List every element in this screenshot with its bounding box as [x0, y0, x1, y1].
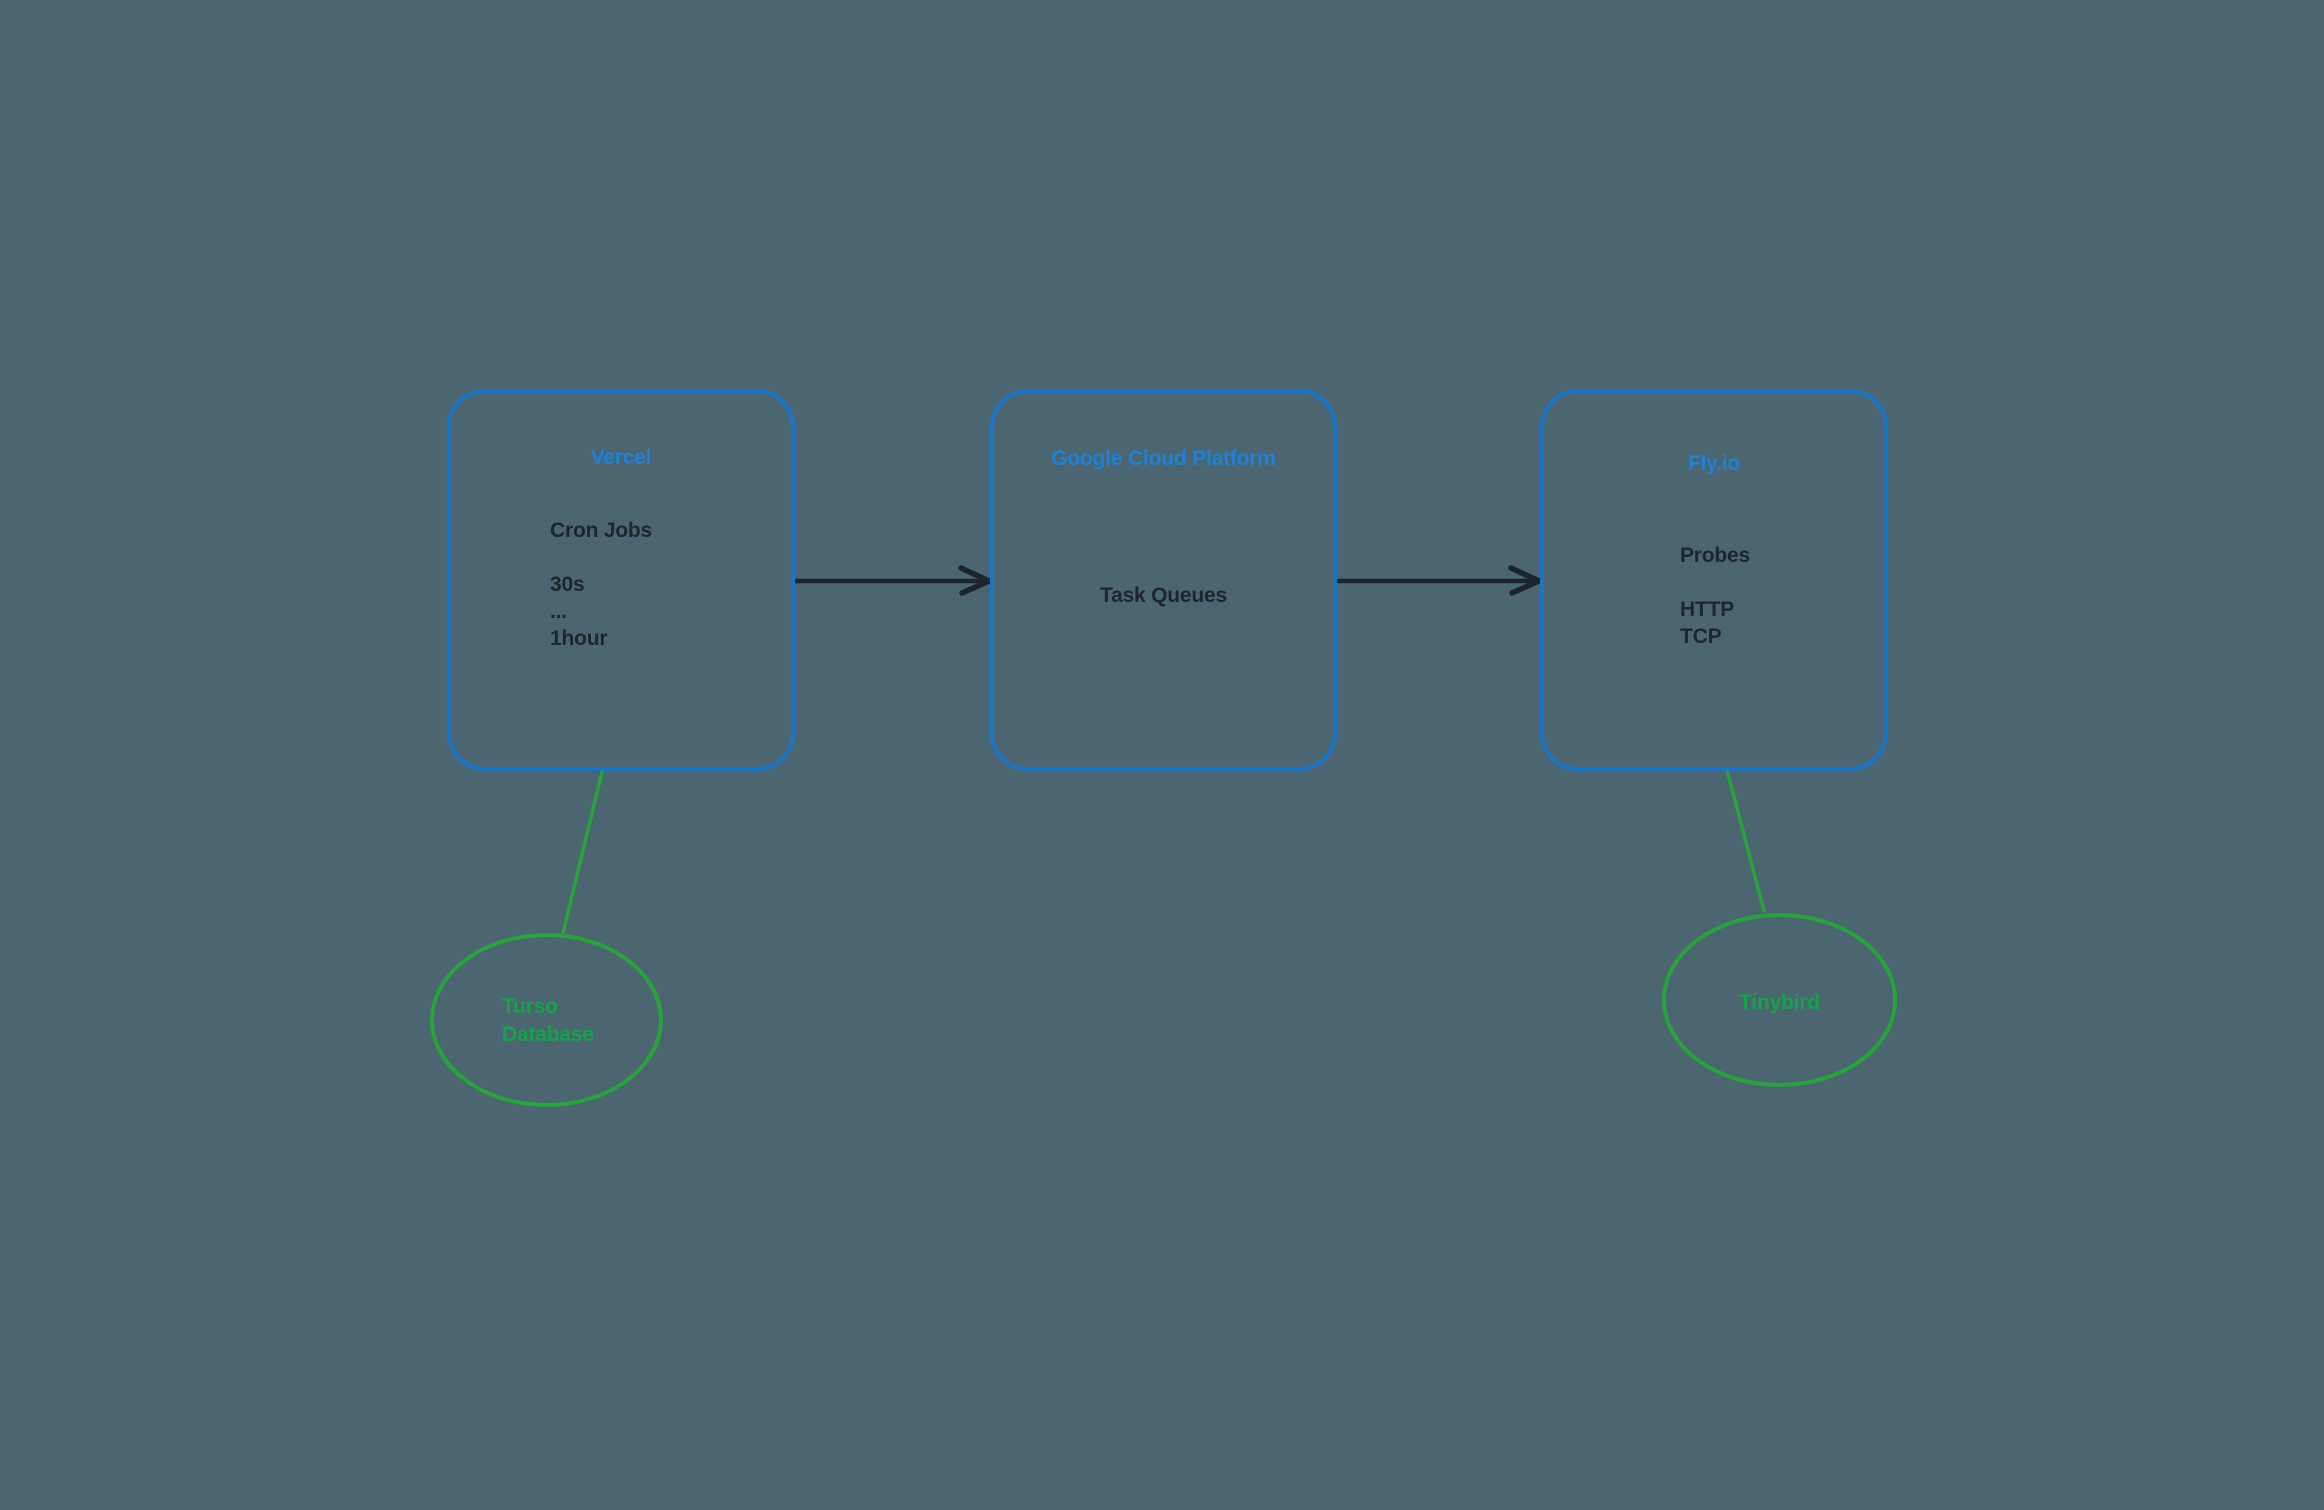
- node-google-cloud-platform[interactable]: Google Cloud Platform Task Queues: [990, 389, 1337, 771]
- node-flyio-line: TCP: [1680, 625, 1722, 648]
- node-gcp-title: Google Cloud Platform: [1051, 447, 1276, 470]
- arrow-gcp-to-flyio[interactable]: [1336, 565, 1542, 596]
- node-flyio-line: [1680, 569, 1750, 596]
- node-vercel-body: Cron Jobs 30s ... 1hour: [550, 517, 652, 652]
- node-vercel[interactable]: Vercel Cron Jobs 30s ... 1hour: [447, 389, 795, 771]
- node-vercel-line: Cron Jobs: [550, 519, 653, 542]
- datastore-tinybird[interactable]: Tinybird: [1662, 913, 1897, 1087]
- connector-flyio-to-tinybird[interactable]: [1725, 768, 1766, 913]
- datastore-tinybird-line: Tinybird: [1739, 991, 1820, 1014]
- datastore-turso-label: Turso Database: [502, 993, 594, 1049]
- node-gcp-body: Task Queues: [994, 582, 1333, 609]
- node-vercel-title: Vercel: [590, 446, 652, 469]
- datastore-turso-line: Turso: [502, 995, 558, 1018]
- node-flyio-body: Probes HTTP TCP: [1680, 542, 1750, 650]
- node-vercel-line: ...: [550, 600, 567, 623]
- node-flyio-line: HTTP: [1680, 598, 1735, 621]
- node-flyio-line: Probes: [1680, 544, 1750, 567]
- datastore-turso-database[interactable]: Turso Database: [430, 933, 663, 1107]
- arrow-vercel-to-gcp[interactable]: [792, 565, 992, 596]
- node-vercel-line: 1hour: [550, 627, 608, 650]
- datastore-tinybird-label: Tinybird: [1666, 989, 1893, 1017]
- node-vercel-line: [550, 544, 652, 571]
- node-flyio[interactable]: Fly.io Probes HTTP TCP: [1540, 389, 1888, 771]
- connector-vercel-to-turso[interactable]: [561, 770, 604, 935]
- node-flyio-title: Fly.io: [1687, 452, 1741, 475]
- node-gcp-line: Task Queues: [1100, 584, 1227, 607]
- datastore-turso-line: Database: [502, 1023, 594, 1046]
- node-vercel-line: 30s: [550, 573, 585, 596]
